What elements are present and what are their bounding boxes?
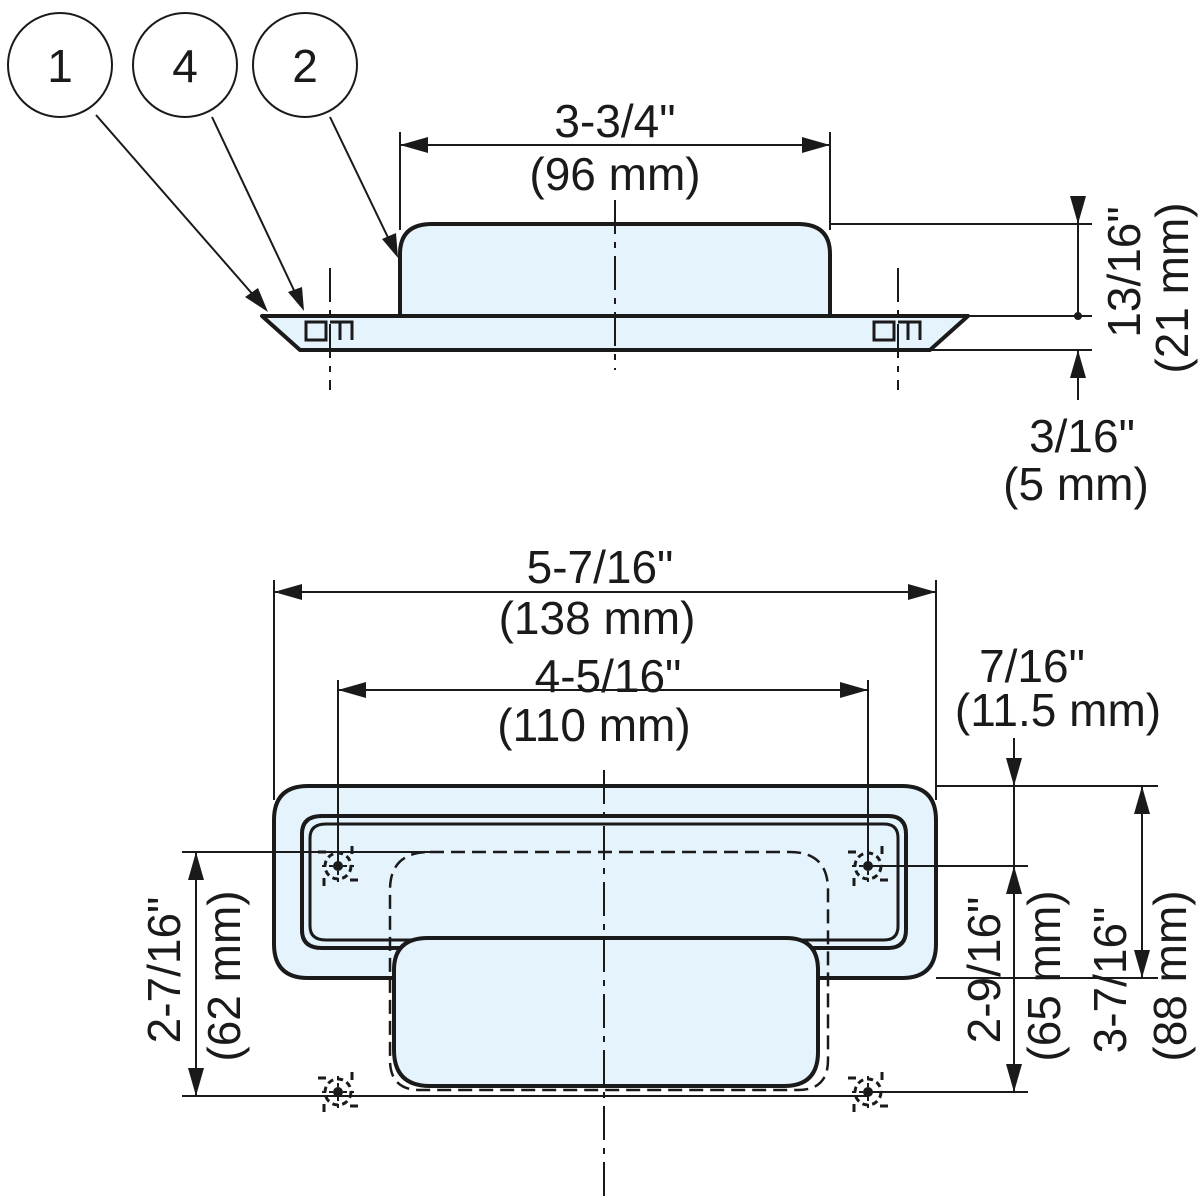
label-hole-spacing-x-mm: (110 mm) — [497, 699, 690, 751]
side-screw-right — [872, 320, 922, 342]
label-inner-height-mm: (65 mm) — [1018, 890, 1070, 1061]
label-height-inch: 13/16" — [1098, 206, 1150, 337]
leader-arrow-2 — [382, 233, 398, 258]
side-screw-left — [304, 320, 354, 342]
label-hole-spacing-y-mm: (62 mm) — [198, 890, 250, 1061]
leader-line-1 — [95, 114, 263, 306]
callout-circle-1 — [7, 12, 113, 118]
leader-arrow-4 — [288, 287, 304, 311]
side-view: 3-3/4" (96 mm) 13/16" (21 mm) 3/16" (5 m… — [260, 95, 1198, 510]
dim-dot — [1074, 312, 1082, 320]
label-overall-height-inch: 3-7/16" — [1084, 907, 1136, 1054]
arrow-head — [1134, 786, 1150, 814]
arrow-head — [188, 852, 204, 880]
label-overall-height-mm: (88 mm) — [1144, 890, 1196, 1061]
top-screw-bottom-left — [316, 1070, 360, 1114]
label-flange-mm: (5 mm) — [1003, 458, 1149, 510]
top-inner-rim-inner — [308, 822, 900, 942]
label-inner-height-inch: 2-9/16" — [958, 897, 1010, 1044]
arrow-head — [1070, 196, 1086, 224]
callout-group: 1 4 2 — [7, 12, 398, 312]
arrow-head — [802, 137, 830, 153]
arrow-head — [188, 1068, 204, 1096]
arrow-head — [338, 682, 366, 698]
label-top-width-inch: 3-3/4" — [554, 95, 675, 147]
leader-line-4 — [211, 116, 301, 304]
label-overall-width-mm: (138 mm) — [499, 592, 696, 644]
callout-number-1: 1 — [47, 40, 73, 92]
leader-arrow-1 — [245, 288, 268, 312]
label-hole-spacing-x-inch: 4-5/16" — [535, 650, 682, 702]
leader-line-2 — [329, 116, 395, 251]
label-edge-offset-inch: 7/16" — [979, 640, 1085, 692]
arrow-head — [1134, 950, 1150, 978]
top-view: 5-7/16" (138 mm) 4-5/16" (110 mm) 7/16" … — [138, 541, 1196, 1196]
top-finger-recess — [392, 936, 820, 1088]
label-height-mm: (21 mm) — [1146, 202, 1198, 373]
label-top-width-mm: (96 mm) — [529, 148, 700, 200]
arrow-head — [840, 682, 868, 698]
label-flange-inch: 3/16" — [1029, 410, 1135, 462]
top-hidden-handle-outline — [388, 850, 830, 1092]
callout-circle-2 — [252, 12, 358, 118]
label-hole-spacing-y-inch: 2-7/16" — [138, 897, 190, 1044]
callout-number-4: 4 — [172, 40, 198, 92]
arrow-head — [400, 137, 428, 153]
callout-number-2: 2 — [292, 40, 318, 92]
label-edge-offset-mm: (11.5 mm) — [955, 684, 1161, 736]
arrow-head — [274, 584, 302, 600]
callout-circle-4 — [132, 12, 238, 118]
label-overall-width-inch: 5-7/16" — [527, 541, 674, 593]
arrow-head — [1006, 758, 1022, 786]
arrow-head — [1006, 1064, 1022, 1092]
arrow-head — [908, 584, 936, 600]
arrow-head — [1070, 350, 1086, 378]
